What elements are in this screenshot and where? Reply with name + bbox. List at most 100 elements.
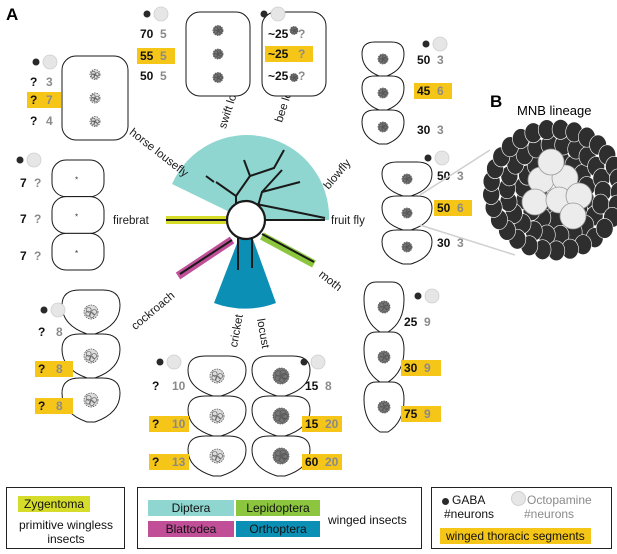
locust-gaba-count: 60 bbox=[305, 455, 319, 469]
cockroach-octopamine-count: 8 bbox=[56, 399, 63, 413]
firebrat-gaba-count: 7 bbox=[20, 249, 27, 263]
taxon-cockroach: cockroach bbox=[129, 290, 177, 333]
blowfly-gaba-count: 45 bbox=[417, 84, 431, 98]
moth-octopamine-count: 9 bbox=[424, 407, 431, 421]
locust-octopamine-count: 20 bbox=[325, 417, 339, 431]
octopamine-neuron bbox=[537, 148, 565, 176]
taxon-blowfly: blowfly bbox=[322, 157, 354, 192]
swift-gaba-count: 50 bbox=[140, 69, 154, 83]
firebrat-gaba-dot-icon bbox=[16, 156, 24, 164]
cricket-octopamine-count: 13 bbox=[172, 455, 186, 469]
fruitfly-gaba-count: 50 bbox=[437, 201, 451, 215]
moth-gaba-count: 75 bbox=[404, 407, 418, 421]
fruitfly-gaba-count: 30 bbox=[437, 236, 451, 250]
horse-gaba-count: ? bbox=[30, 93, 37, 107]
taxon-moth: moth bbox=[316, 269, 344, 294]
taxon-cricket: cricket bbox=[228, 313, 246, 349]
swift-octopamine-dot-icon bbox=[153, 6, 169, 22]
cricket-gaba-count: ? bbox=[152, 455, 159, 469]
taxon-firebrat: firebrat bbox=[113, 215, 150, 227]
bee-octopamine-count: ? bbox=[298, 27, 305, 41]
cricket-gaba-dot-icon bbox=[156, 358, 164, 366]
swift-octopamine-count: 5 bbox=[160, 27, 167, 41]
orthoptera-wedge bbox=[214, 220, 276, 309]
cricket-octopamine-dot-icon bbox=[166, 354, 182, 370]
swift-gaba-count: 55 bbox=[140, 49, 154, 63]
moth-octopamine-dot-icon bbox=[424, 288, 440, 304]
firebrat-octopamine-count: ? bbox=[34, 249, 41, 263]
blowfly-octopamine-count: 3 bbox=[437, 53, 444, 67]
blowfly-winged-highlight bbox=[414, 83, 452, 99]
specimen-blowfly bbox=[361, 41, 405, 145]
cockroach-winged-highlight bbox=[35, 361, 73, 377]
diptera-wedge bbox=[172, 135, 330, 220]
specimen-locust bbox=[251, 355, 311, 477]
panel-a-label: A bbox=[6, 5, 18, 24]
cockroach-octopamine-count: 8 bbox=[56, 325, 63, 339]
cockroach-gaba-dot-icon bbox=[40, 306, 48, 314]
legend-blattodea: Blattodea bbox=[148, 521, 234, 537]
swift-octopamine-count: 5 bbox=[160, 69, 167, 83]
cockroach-gaba-count: ? bbox=[38, 325, 45, 339]
horse-gaba-dot-icon bbox=[32, 58, 40, 66]
horse-octopamine-count: 7 bbox=[46, 93, 53, 107]
cockroach-gaba-count: ? bbox=[38, 362, 45, 376]
moth-octopamine-count: 9 bbox=[424, 315, 431, 329]
locust-octopamine-count: 8 bbox=[325, 379, 332, 393]
swift-winged-highlight bbox=[137, 48, 175, 64]
firebrat-gaba-count: 7 bbox=[20, 212, 27, 226]
tree-root-circle bbox=[225, 199, 267, 241]
horse-winged-highlight bbox=[27, 92, 61, 108]
gaba-neuron bbox=[595, 218, 614, 239]
svg-text:*: * bbox=[75, 176, 78, 185]
fruitfly-octopamine-count: 6 bbox=[457, 201, 464, 215]
specimen-firebrat: *** bbox=[51, 159, 105, 271]
blowfly-gaba-dot-icon bbox=[422, 40, 430, 48]
bee-gaba-count: ~25 bbox=[268, 27, 289, 41]
fruitfly-octopamine-count: 3 bbox=[457, 169, 464, 183]
horse-octopamine-count: 3 bbox=[46, 75, 53, 89]
legend-markers: GABA #neurons Octopamine #neurons winged… bbox=[431, 487, 612, 549]
bee-gaba-dot-icon bbox=[260, 10, 268, 18]
specimen-moth bbox=[363, 281, 405, 433]
legend-gaba: GABA bbox=[452, 493, 486, 507]
legend-winged-segments: winged thoracic segments bbox=[440, 528, 591, 544]
legend-zygentoma: Zygentoma bbox=[18, 496, 91, 512]
moth-gaba-dot-icon bbox=[414, 292, 422, 300]
specimen-cricket bbox=[187, 355, 247, 477]
cricket-gaba-count: ? bbox=[152, 417, 159, 431]
moth-octopamine-count: 9 bbox=[424, 361, 431, 375]
taxon-locust: locust bbox=[254, 318, 271, 350]
cricket-winged-highlight bbox=[149, 416, 189, 432]
legend-lepidoptera: Lepidoptera bbox=[236, 500, 320, 516]
cockroach-winged-highlight bbox=[35, 398, 73, 414]
cricket-octopamine-count: 10 bbox=[172, 417, 186, 431]
mnb-lineage bbox=[419, 119, 617, 262]
cockroach-octopamine-count: 8 bbox=[56, 362, 63, 376]
locust-gaba-count: 15 bbox=[305, 379, 319, 393]
locust-gaba-dot-icon bbox=[300, 358, 308, 366]
cockroach-gaba-count: ? bbox=[38, 399, 45, 413]
cricket-octopamine-count: 10 bbox=[172, 379, 186, 393]
blowfly-octopamine-dot-icon bbox=[432, 36, 448, 52]
octopamine-neuron bbox=[521, 188, 549, 216]
legend-orthoptera: Orthoptera bbox=[236, 521, 320, 537]
firebrat-octopamine-count: ? bbox=[34, 176, 41, 190]
taxon-fruit-fly: fruit fly bbox=[331, 215, 365, 227]
firebrat-octopamine-count: ? bbox=[34, 212, 41, 226]
legend-primitive-label: primitive wingless insects bbox=[18, 518, 114, 546]
svg-text:*: * bbox=[75, 249, 78, 258]
locust-gaba-count: 15 bbox=[305, 417, 319, 431]
fruitfly-gaba-count: 50 bbox=[437, 169, 451, 183]
legend-primitive: Zygentoma primitive wingless insects bbox=[6, 487, 125, 549]
cockroach-octopamine-dot-icon bbox=[50, 302, 66, 318]
swift-octopamine-count: 5 bbox=[160, 49, 167, 63]
bee-gaba-count: ~25 bbox=[268, 69, 289, 83]
cricket-winged-highlight bbox=[149, 454, 189, 470]
blowfly-octopamine-count: 6 bbox=[437, 84, 444, 98]
moth-winged-highlight bbox=[401, 406, 441, 422]
legend-winged-label: winged insects bbox=[328, 513, 407, 527]
legend-diptera: Diptera bbox=[148, 500, 234, 516]
